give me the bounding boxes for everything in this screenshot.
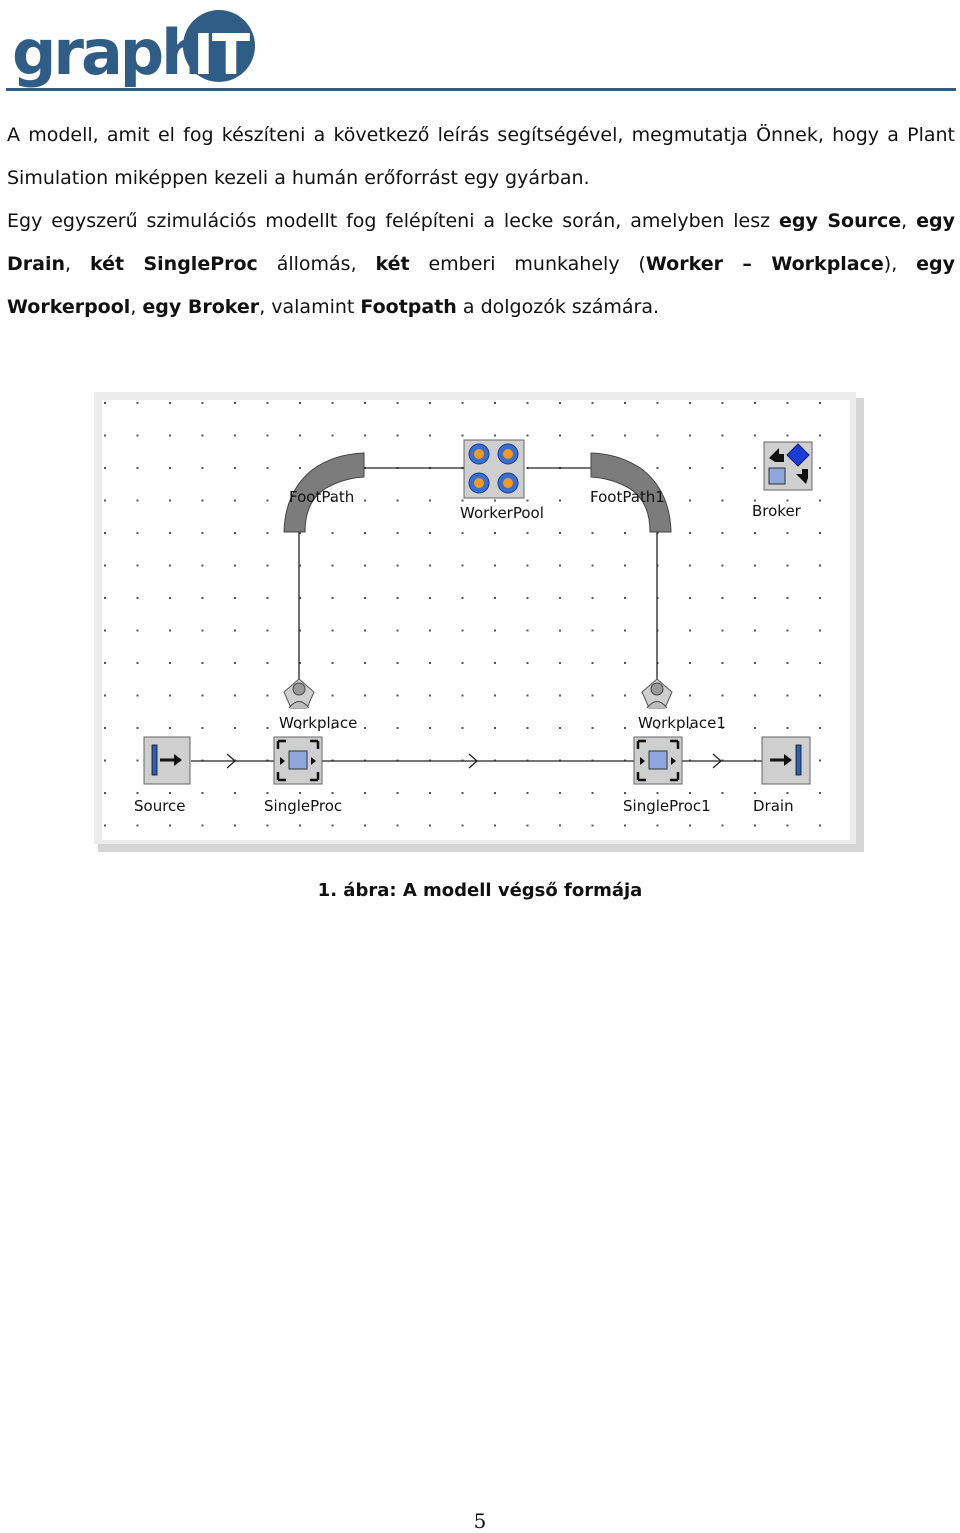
singleproc1-label: SingleProc1: [623, 797, 711, 815]
bold-run: Footpath: [360, 296, 457, 318]
logo-text-left: graph: [12, 16, 202, 88]
singleproc-icon[interactable]: [273, 736, 323, 785]
footpath1-shape[interactable]: [590, 452, 672, 533]
bold-run: két: [375, 253, 410, 275]
bold-run: Worker – Workplace: [645, 253, 884, 275]
broker-label: Broker: [752, 502, 802, 520]
text-run: emberi munkahely (: [409, 253, 646, 275]
workerpool-label: WorkerPool: [460, 504, 544, 522]
bold-run: egy Source: [779, 210, 902, 232]
singleproc1-icon[interactable]: [633, 736, 683, 785]
footpath-shape[interactable]: [283, 452, 365, 533]
graphit-logo: graph IT: [12, 10, 255, 88]
drain-label: Drain: [753, 797, 794, 815]
intro-paragraph: A modell, amit el fog készíteni a követk…: [7, 124, 955, 189]
workplace1-icon[interactable]: [641, 678, 673, 709]
text-run: a dolgozók számára.: [456, 296, 660, 318]
connectors: [191, 467, 762, 769]
text-run: állomás,: [257, 253, 376, 275]
footpath1-label: FootPath1: [590, 488, 665, 506]
workerpool-icon[interactable]: [463, 439, 525, 499]
model-figure: FootPath FootPath1 WorkerPool Broker Wor…: [94, 392, 864, 852]
source-icon[interactable]: [143, 736, 191, 785]
drain-icon[interactable]: [761, 736, 811, 785]
logo-circle: [183, 10, 255, 82]
workplace-icon[interactable]: [283, 678, 315, 709]
bold-run: egy Broker: [142, 296, 260, 318]
workplace1-label: Workplace1: [638, 714, 726, 732]
broker-icon[interactable]: [763, 441, 813, 491]
bold-run: két SingleProc: [89, 253, 258, 275]
text-run: ,: [130, 296, 143, 318]
singleproc-label: SingleProc: [264, 797, 342, 815]
text-run: , valamint: [259, 296, 361, 318]
footpath-label: FootPath: [289, 488, 354, 506]
text-run: Egy egyszerű szimulációs modellt fog fel…: [7, 210, 780, 232]
bold-run: egy Workerpool: [7, 253, 955, 318]
text-run: ),: [883, 253, 917, 275]
figure-caption: 1. ábra: A modell végső formája: [317, 880, 643, 901]
description-paragraph: Egy egyszerű szimulációs modellt fog fel…: [7, 200, 955, 329]
bold-run: egy Drain: [7, 210, 955, 275]
text-run: ,: [901, 210, 917, 232]
header-rule: [6, 88, 956, 91]
text-run: ,: [65, 253, 90, 275]
page-number: 5: [473, 1509, 487, 1533]
workplace-label: Workplace: [279, 714, 357, 732]
logo-text-right: IT: [193, 23, 250, 88]
source-label: Source: [134, 797, 186, 815]
